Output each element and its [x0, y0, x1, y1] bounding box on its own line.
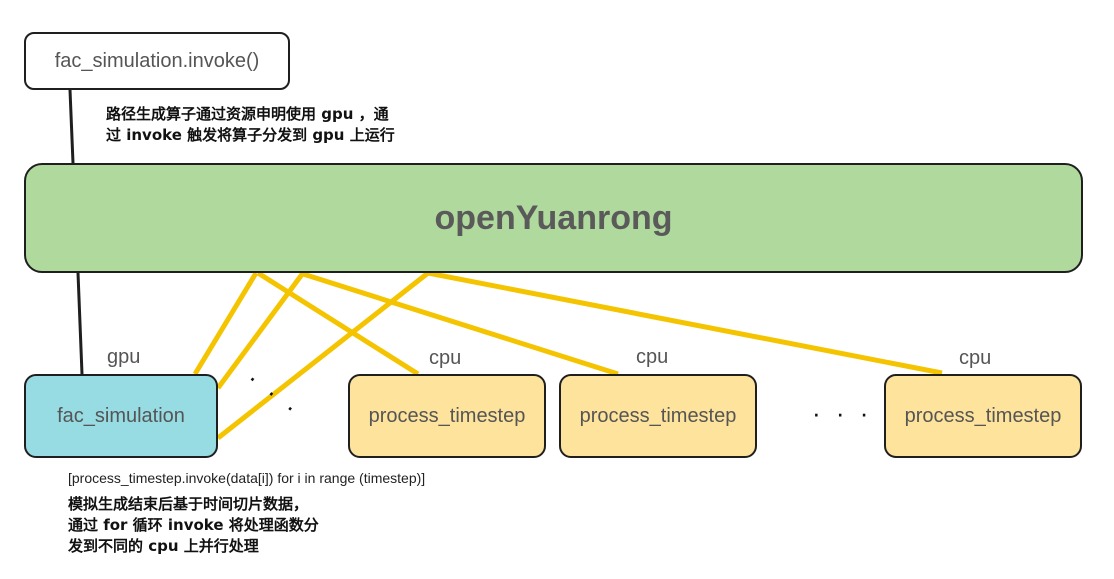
- fac-simulation-box: fac_simulation: [24, 374, 218, 458]
- yellow-link-proc-2: [299, 270, 619, 377]
- yellow-link-proc-3: [427, 270, 943, 376]
- yellow-link-proc-1: [256, 270, 420, 377]
- invoke-link-lower: [76, 272, 84, 375]
- process-timestep-label-1: process_timestep: [368, 404, 526, 427]
- process-timestep-box-3: process_timestep: [884, 374, 1082, 458]
- cpu-label-1: cpu: [429, 347, 462, 369]
- cpu-dispatch-note: 模拟生成结束后基于时间切片数据， 通过 for 循环 invoke 将处理函数分…: [68, 495, 319, 555]
- process-timestep-box-2: process_timestep: [559, 374, 757, 458]
- runtime-box: openYuanrong: [24, 163, 1083, 273]
- process-timestep-label-3: process_timestep: [904, 404, 1062, 427]
- yellow-link-fac-1: [192, 271, 259, 376]
- gpu-label: gpu: [107, 346, 141, 368]
- row-ellipsis: · · ·: [812, 398, 873, 428]
- cpu-label-2: cpu: [636, 346, 669, 368]
- invoke-loop-code: [process_timestep.invoke(data[i]) for i …: [68, 470, 426, 486]
- invoke-call-label: fac_simulation.invoke(): [54, 49, 260, 72]
- process-timestep-box-1: process_timestep: [348, 374, 546, 458]
- gpu-dispatch-note: 路径生成算子通过资源申明使用 gpu ，通 过 invoke 触发将算子分发到 …: [106, 105, 395, 144]
- fac-simulation-label: fac_simulation: [57, 404, 185, 427]
- invoke-link-upper: [68, 89, 75, 164]
- cpu-label-3: cpu: [959, 347, 992, 369]
- invoke-call-box: fac_simulation.invoke(): [24, 32, 290, 90]
- process-timestep-label-2: process_timestep: [579, 404, 737, 427]
- runtime-label: openYuanrong: [434, 198, 673, 237]
